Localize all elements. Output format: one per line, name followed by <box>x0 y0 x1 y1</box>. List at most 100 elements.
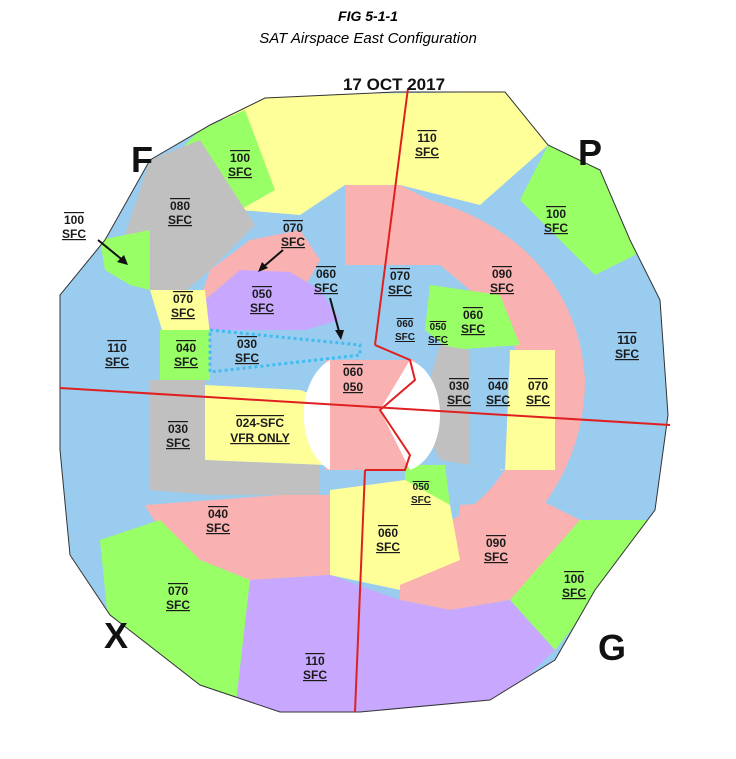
sector-ne-pink <box>345 185 585 585</box>
label-top: 110 <box>417 131 437 145</box>
label-bottom: SFC <box>281 235 305 249</box>
label-top: 070 <box>528 379 548 393</box>
label-bottom: SFC <box>447 393 471 407</box>
sector-nw-gray <box>120 140 255 300</box>
label-sw-pink-040: 040 SFC <box>206 507 230 535</box>
label-top: 030 <box>168 422 188 436</box>
label-top: 050 <box>252 287 272 301</box>
sector-nw-green <box>185 110 275 210</box>
label-top: 070 <box>168 584 188 598</box>
label-bottom: SFC <box>411 495 431 506</box>
sector-w-gray <box>150 380 320 495</box>
label-top: 080 <box>170 199 190 213</box>
label-nw-lav-050: 050 SFC <box>250 287 274 315</box>
label-bottom: SFC <box>105 355 129 369</box>
label-e-yellow-070: 070 SFC <box>526 379 550 407</box>
label-center-060: 060 SFC <box>395 319 415 343</box>
label-top: 060 <box>316 267 336 281</box>
corner-letter-p: P <box>578 132 602 173</box>
label-s-green-050: 050 SFC <box>411 482 431 506</box>
label-bottom: SFC <box>166 598 190 612</box>
label-top: 040 <box>176 341 196 355</box>
airport-hole-east <box>380 360 440 470</box>
label-bottom: SFC <box>168 213 192 227</box>
label-se-pink-090: 090 SFC <box>484 536 508 564</box>
label-bottom: SFC <box>395 332 415 343</box>
label-n-110: 110 SFC <box>415 131 439 159</box>
label-bottom: SFC <box>415 145 439 159</box>
label-top: 100 <box>546 207 566 221</box>
boundary-south-line <box>354 469 366 713</box>
label-top: 110 <box>617 333 637 347</box>
sector-core-pink <box>325 360 415 470</box>
boundary-lines <box>59 87 671 713</box>
label-top: 100 <box>230 151 250 165</box>
label-bottom: SFC <box>174 355 198 369</box>
label-top: 040 <box>488 379 508 393</box>
label-ne-pink-090: 090 SFC <box>490 267 514 295</box>
chart-date: 17 OCT 2017 <box>343 75 445 94</box>
label-nw-pink-070: 070 SFC <box>281 221 305 249</box>
label-bottom: 050 <box>343 380 363 394</box>
label-nw-gray-080: 080 SFC <box>168 199 192 227</box>
label-bottom: SFC <box>486 393 510 407</box>
label-center-050: 050 SFC <box>428 322 448 346</box>
label-top: 024-SFC <box>236 416 284 430</box>
callout-arrowhead-center <box>335 330 344 340</box>
figure-number: FIG 5-1-1 <box>338 8 398 24</box>
label-se-green-100: 100 SFC <box>562 572 586 600</box>
label-e-blue-110: 110 SFC <box>615 333 639 361</box>
sector-north-yellow <box>200 92 548 215</box>
corner-letter-x: X <box>104 615 128 656</box>
label-w-blue-030: 030 SFC <box>235 337 259 365</box>
label-bottom: SFC <box>166 436 190 450</box>
label-top: 060 <box>463 308 483 322</box>
label-sw-green-070: 070 SFC <box>166 584 190 612</box>
label-n-blue-070: 070 SFC <box>388 269 412 297</box>
label-top: 060 <box>397 319 414 330</box>
label-bottom: SFC <box>206 521 230 535</box>
label-bottom: SFC <box>461 322 485 336</box>
sector-w-green-040 <box>160 330 210 380</box>
label-ne-green-100: 100 SFC <box>544 207 568 235</box>
label-bottom: SFC <box>490 281 514 295</box>
figure-caption: SAT Airspace East Configuration <box>259 30 477 47</box>
label-bottom: SFC <box>376 540 400 554</box>
label-top: 050 <box>430 322 447 333</box>
label-bottom: SFC <box>544 221 568 235</box>
label-top: 060 <box>343 365 363 379</box>
label-bottom: SFC <box>484 550 508 564</box>
label-ne-green-060: 060 SFC <box>461 308 485 336</box>
label-top: 030 <box>237 337 257 351</box>
sector-sw-green <box>100 520 250 712</box>
sector-s-lavender <box>235 575 555 712</box>
sector-e-blue <box>470 355 510 470</box>
label-top: 110 <box>305 654 325 668</box>
label-bottom: SFC <box>314 281 338 295</box>
label-e-gray-030: 030 SFC <box>447 379 471 407</box>
label-bottom: SFC <box>526 393 550 407</box>
label-bottom: SFC <box>62 227 86 241</box>
label-top: 090 <box>492 267 512 281</box>
callout-arrowhead-nw <box>258 262 268 272</box>
label-top: 070 <box>173 292 193 306</box>
label-bottom: SFC <box>228 165 252 179</box>
altitude-labels: 110 SFC 100 SFC 080 SFC 100 SFC 070 SFC … <box>62 131 639 682</box>
label-w-blue-110: 110 SFC <box>105 341 129 369</box>
label-bottom: SFC <box>303 668 327 682</box>
airport-hole-west <box>303 360 330 470</box>
label-top: 040 <box>208 507 228 521</box>
outer-boundary <box>59 91 669 713</box>
boundary-north-line <box>374 87 409 346</box>
label-w-yellow-070: 070 SFC <box>171 292 195 320</box>
label-vfr-only: 024-SFC VFR ONLY <box>230 416 290 445</box>
label-bottom: SFC <box>562 586 586 600</box>
callout-arrow-center <box>329 297 341 336</box>
sector-ne-green <box>520 145 645 275</box>
callout-arrow-nw <box>261 249 284 269</box>
label-top: 070 <box>283 221 303 235</box>
label-top: 060 <box>378 526 398 540</box>
label-bottom: SFC <box>250 301 274 315</box>
